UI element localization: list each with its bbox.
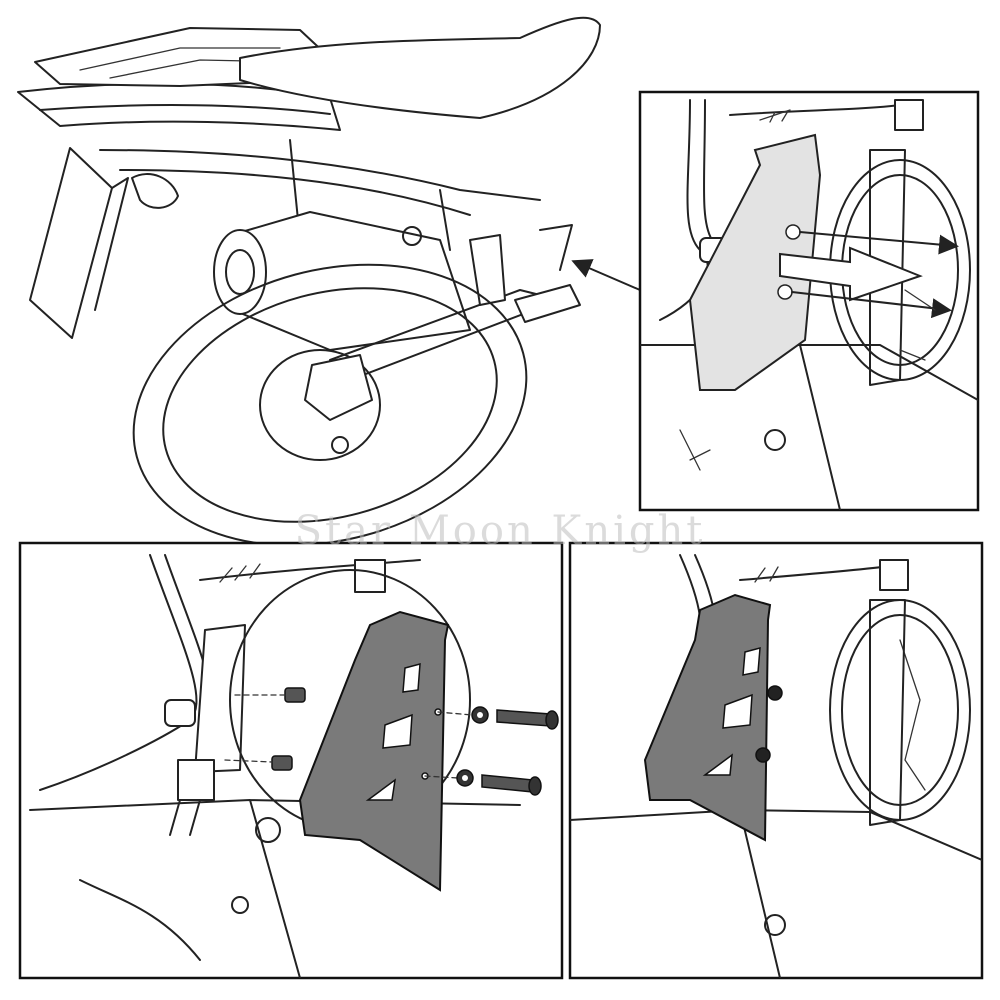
spacer-lower xyxy=(271,755,293,771)
callout-arrow xyxy=(571,259,641,291)
brake-caliper xyxy=(304,354,373,421)
spacer-upper xyxy=(284,687,306,703)
detail-panel xyxy=(640,99,978,510)
rear-wheel xyxy=(132,263,528,547)
bolt-head-upper xyxy=(767,685,783,701)
mount-hole-upper xyxy=(785,224,801,240)
guard-plate-installed xyxy=(643,593,772,842)
step-installed-frame xyxy=(568,541,984,980)
license-plate xyxy=(29,147,113,339)
step-installed-panel xyxy=(570,554,982,978)
seat xyxy=(239,16,601,119)
bolt-head-lower xyxy=(755,747,771,763)
overview-motorcycle xyxy=(17,16,601,547)
step-exploded-panel xyxy=(29,554,559,978)
mount-hole-lower xyxy=(777,284,793,300)
guard-outline xyxy=(688,133,822,391)
master-cylinder xyxy=(194,624,246,773)
direction-arrow xyxy=(779,246,923,302)
